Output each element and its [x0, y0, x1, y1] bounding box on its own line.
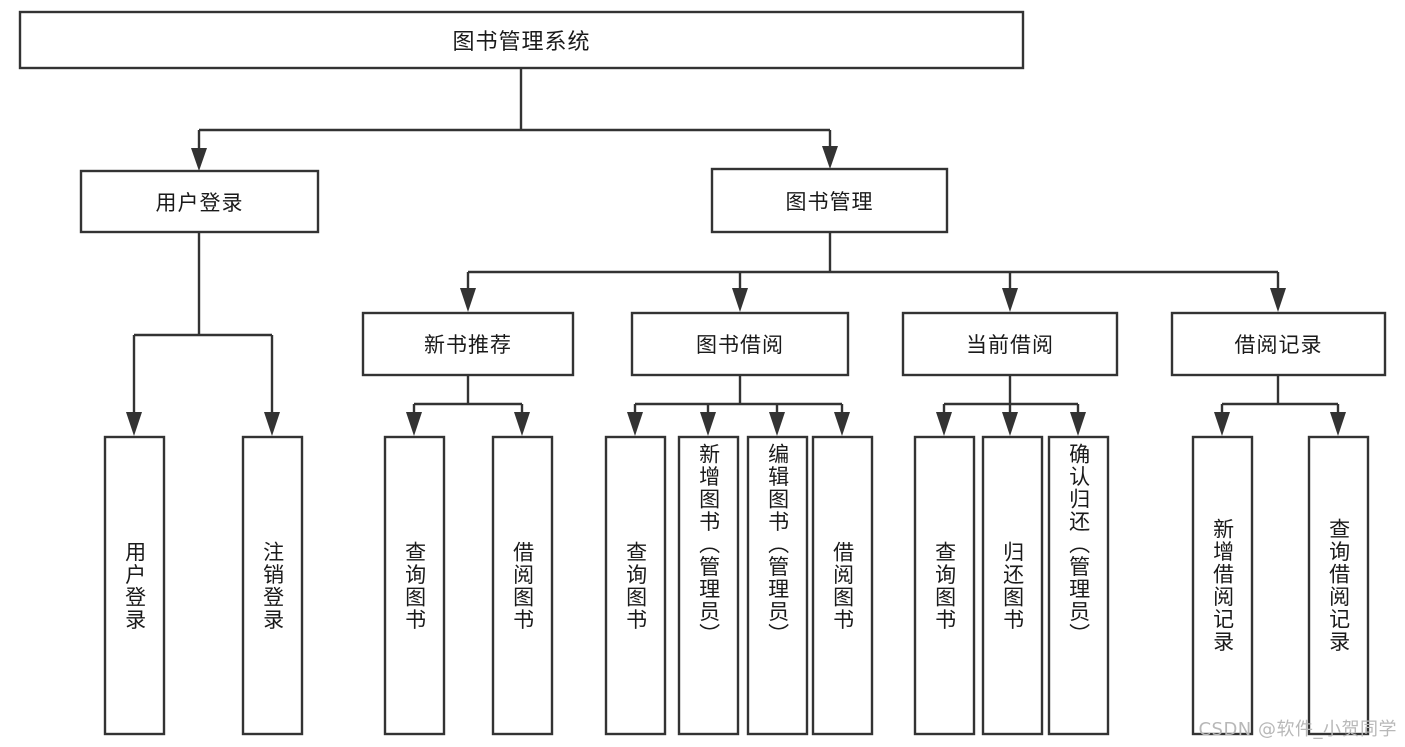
node-box-book-borrow[interactable]: [630, 311, 850, 377]
node-box-leaf-query-book-3[interactable]: [913, 435, 976, 736]
node-box-leaf-query-record[interactable]: [1307, 435, 1370, 736]
node-box-leaf-confirm-return[interactable]: [1047, 435, 1110, 736]
arrow-to-book-borrow: [732, 288, 748, 312]
arrow-to-leaf-query-record: [1330, 412, 1346, 436]
node-box-leaf-add-book[interactable]: [677, 435, 740, 736]
arrow-to-current-borrow: [1002, 288, 1018, 312]
arrow-root-to-book-management: [822, 146, 838, 169]
arrow-to-borrow-record: [1270, 288, 1286, 312]
arrow-to-leaf-edit-book: [769, 412, 785, 436]
node-box-leaf-query-book-2[interactable]: [604, 435, 667, 736]
arrow-to-leaf-borrow-book-1: [514, 412, 530, 436]
arrow-to-new-book-recommend: [460, 288, 476, 312]
arrow-to-leaf-add-book: [700, 412, 716, 436]
node-box-user-login[interactable]: [79, 169, 320, 234]
arrow-to-leaf-query-book-3: [936, 412, 952, 436]
connector-group-book-management: [460, 232, 1286, 312]
node-box-book-management[interactable]: [710, 167, 949, 234]
connector-group-new-book-recommend: [406, 375, 530, 436]
node-box-borrow-record[interactable]: [1170, 311, 1387, 377]
arrow-to-leaf-borrow-book-2: [834, 412, 850, 436]
node-box-leaf-borrow-book-1[interactable]: [491, 435, 554, 736]
node-box-root[interactable]: [18, 10, 1025, 70]
arrow-to-leaf-query-book-1: [406, 412, 422, 436]
node-box-leaf-add-record[interactable]: [1191, 435, 1254, 736]
arrow-to-leaf-user-login: [126, 412, 142, 436]
arrow-root-to-user-login: [191, 148, 207, 171]
node-box-leaf-query-book-1[interactable]: [383, 435, 446, 736]
node-box-leaf-edit-book[interactable]: [746, 435, 809, 736]
node-box-leaf-borrow-book-2[interactable]: [811, 435, 874, 736]
connector-group-current-borrow: [936, 375, 1086, 436]
arrow-to-leaf-query-book-2: [627, 412, 643, 436]
node-box-current-borrow[interactable]: [901, 311, 1119, 377]
connector-group-user-login: [126, 232, 280, 436]
connector-group-borrow-record: [1214, 375, 1346, 436]
connector-group-root: [191, 68, 838, 171]
node-box-new-book-recommend[interactable]: [361, 311, 575, 377]
node-box-leaf-return-book[interactable]: [981, 435, 1044, 736]
arrow-to-leaf-add-record: [1214, 412, 1230, 436]
node-box-leaf-logout-login[interactable]: [241, 435, 304, 736]
arrow-to-leaf-confirm-return: [1070, 412, 1086, 436]
arrow-to-leaf-return-book: [1002, 412, 1018, 436]
node-box-leaf-user-login[interactable]: [103, 435, 166, 736]
connector-group-book-borrow: [627, 375, 850, 436]
arrow-to-leaf-logout-login: [264, 412, 280, 436]
